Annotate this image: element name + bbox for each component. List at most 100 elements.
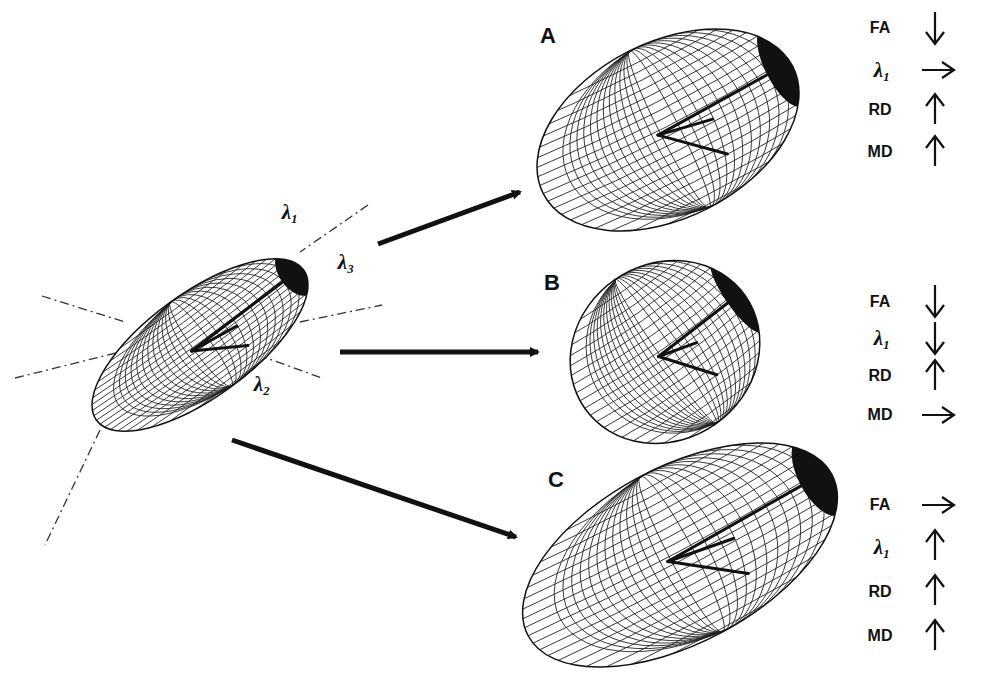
meridian-line — [571, 238, 775, 454]
latitude-line — [124, 308, 333, 461]
latitude-line — [565, 544, 871, 682]
latitude-line — [115, 295, 324, 448]
meridian-line — [575, 15, 780, 235]
latitude-line — [605, 325, 769, 442]
measure-label: FA — [870, 497, 890, 513]
ellipsoid-fill — [66, 228, 334, 463]
latitude-line — [543, 66, 795, 198]
latitude-line — [539, 231, 703, 348]
latitude-line — [118, 299, 327, 452]
ellipsoid — [534, 220, 801, 480]
measure-label: MD — [868, 407, 893, 423]
eigenvector-lines — [656, 71, 797, 178]
ellipsoid-outline — [487, 397, 873, 682]
eigenvalue-label: λ₁ — [874, 537, 891, 558]
latitude-line — [106, 282, 315, 435]
meridian-line — [551, 220, 801, 469]
panel-letter: A — [540, 25, 556, 47]
measure-label: MD — [868, 144, 893, 160]
meridian-line — [88, 223, 341, 447]
latitude-line — [532, 482, 838, 648]
latitude-line — [109, 287, 318, 440]
latitude-line — [103, 278, 312, 431]
meridian-line — [530, 0, 842, 259]
latitude-line — [112, 291, 321, 444]
meridian-line — [545, 0, 821, 251]
eigenvalue-label: λ₁ — [280, 201, 301, 224]
latitude-line — [559, 260, 723, 377]
measure-label: RD — [868, 368, 891, 384]
latitude-line — [555, 90, 807, 222]
meridian-line — [163, 297, 239, 392]
change-arrows — [922, 12, 954, 650]
meridian-line — [567, 10, 789, 239]
latitude-line — [545, 505, 851, 671]
latitude-line — [503, 428, 809, 594]
latitude-line — [585, 296, 749, 413]
meridian-line — [566, 234, 782, 458]
wireframe — [503, 0, 841, 272]
tensor-ellipsoids — [66, 0, 884, 682]
meridian-line — [576, 243, 769, 451]
ellipsoid-fill — [487, 397, 873, 682]
meridian-line — [100, 235, 324, 437]
ellipsoid-fill — [503, 0, 832, 272]
latitude-line — [575, 281, 739, 398]
eigenvector-lines — [656, 300, 762, 396]
measure-label: MD — [868, 628, 893, 644]
latitude-line — [524, 466, 830, 632]
latitude-line — [554, 253, 718, 370]
latitude-line — [559, 98, 811, 230]
measure-label: FA — [870, 20, 890, 36]
latitude-line — [541, 498, 847, 664]
latitude-line — [528, 474, 834, 640]
latitude-line — [615, 339, 779, 456]
meridian-line — [565, 424, 821, 672]
latitude-line — [575, 129, 827, 261]
ellipsoid — [487, 391, 884, 682]
latitude-line — [595, 310, 759, 427]
end-cap — [747, 20, 817, 114]
latitude-line — [491, 404, 797, 570]
ellipsoid-outline — [66, 228, 334, 463]
latitude-line — [579, 137, 831, 269]
latitude-line — [571, 121, 823, 253]
transition-arrows — [232, 192, 538, 537]
wireframe — [487, 391, 884, 682]
latitude-line — [507, 435, 813, 601]
eigenvalue-label: λ₁ — [874, 60, 891, 81]
latitude-line — [499, 420, 805, 586]
measure-label: RD — [868, 584, 891, 600]
latitude-line — [580, 289, 744, 406]
wireframe — [66, 223, 341, 463]
measure-label: RD — [868, 102, 891, 118]
end-cap — [267, 243, 322, 303]
panel-letter: B — [544, 272, 560, 294]
ellipsoid — [66, 223, 341, 463]
axis-lines — [15, 205, 382, 545]
latitude-line — [551, 82, 803, 214]
latitude-line — [610, 332, 774, 449]
measure-label: FA — [870, 294, 890, 310]
latitude-line — [600, 317, 764, 434]
latitude-line — [520, 459, 826, 625]
latitude-line — [512, 443, 818, 609]
latitude-line — [567, 113, 819, 245]
latitude-line — [565, 267, 729, 384]
ellipsoid-outline — [503, 0, 832, 272]
eigenvalue-label: λ₂ — [252, 373, 273, 396]
wireframe — [534, 220, 801, 480]
eigenvalue-label: λ₁ — [874, 328, 891, 349]
meridian-line — [94, 229, 333, 442]
ellipsoid-outline — [534, 224, 796, 481]
eigenvalue-label: λ₃ — [336, 251, 357, 274]
latitude-line — [590, 303, 754, 420]
latitude-line — [553, 521, 859, 682]
panel-letter: C — [548, 469, 564, 491]
latitude-line — [549, 513, 855, 679]
ellipsoid-fill — [534, 224, 796, 481]
eigenvector-lines — [190, 278, 306, 374]
meridian-line — [552, 0, 810, 247]
latitude-line — [561, 536, 867, 682]
